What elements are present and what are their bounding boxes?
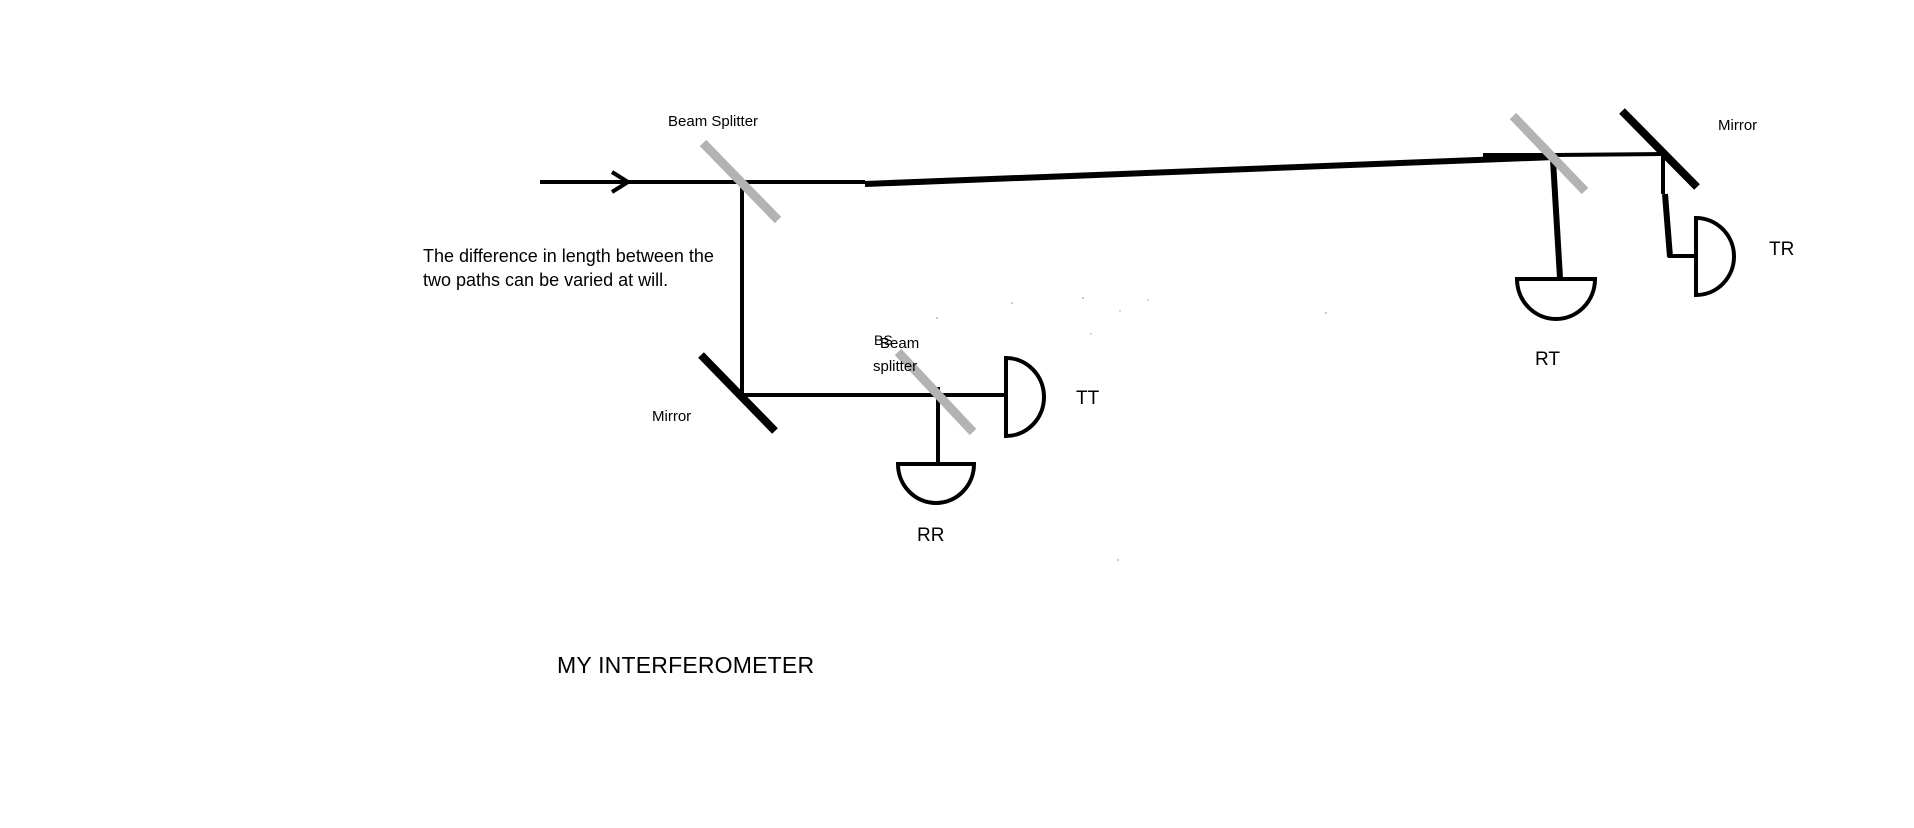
detector-tr (1694, 215, 1736, 298)
beam-mirror-to-tr-2 (1662, 193, 1673, 258)
label-detector-rt: RT (1535, 349, 1560, 370)
input-arrow-icon (610, 170, 632, 194)
label-mirror-right: Mirror (1718, 117, 1757, 134)
beam-splitter-top-left (699, 139, 782, 224)
speck (1011, 302, 1013, 304)
beam-bs3-to-mirror (1554, 152, 1664, 157)
speck (1325, 312, 1327, 314)
speck (1147, 299, 1149, 301)
label-bs-small: BS (874, 332, 893, 348)
label-mirror-left: Mirror (652, 408, 691, 425)
label-detector-tr: TR (1769, 239, 1794, 260)
label-beam-splitter-top: Beam Splitter (668, 113, 758, 130)
label-detector-tt: TT (1076, 388, 1100, 409)
label-beam-splitter-lower-2: splitter (873, 358, 917, 375)
mirror-top-right (1619, 108, 1700, 190)
speck (1082, 297, 1084, 299)
speck (1090, 333, 1092, 335)
path-length-note: The difference in length between the two… (423, 246, 714, 290)
detector-rr (895, 462, 977, 505)
speck (1119, 310, 1121, 312)
detector-rt (1514, 277, 1598, 321)
diagram-title: MY INTERFEROMETER (557, 652, 815, 678)
label-beam-splitter-lower-1: Beam (880, 335, 919, 352)
beam-bs3-to-rt (1550, 159, 1563, 279)
long-arm-beam (864, 154, 1556, 187)
detector-tt (1004, 355, 1046, 439)
speck (936, 317, 938, 319)
mirror-lower-left (698, 352, 778, 434)
beam-splitter-top-right (1509, 112, 1589, 195)
label-detector-rr: RR (917, 525, 944, 546)
beam-splitter-lower (894, 348, 977, 436)
speck (1117, 559, 1119, 561)
